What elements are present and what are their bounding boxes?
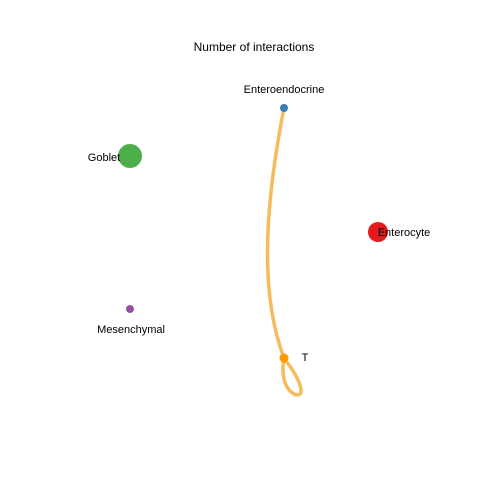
node-mesenchymal-label: Mesenchymal (97, 324, 165, 336)
node-mesenchymal-dot (126, 305, 134, 313)
node-mesenchymal: Mesenchymal (97, 305, 165, 336)
node-goblet-label: Goblet (88, 152, 120, 164)
node-t: T (279, 352, 309, 364)
node-enteroendocrine: Enteroendocrine (244, 84, 325, 112)
node-enteroendocrine-dot (280, 104, 288, 112)
node-t-label: T (302, 352, 309, 364)
node-enterocyte: Enterocyte (368, 222, 430, 242)
plot-title: Number of interactions (194, 40, 315, 54)
edge-t-self-loop (281, 356, 303, 397)
node-enteroendocrine-label: Enteroendocrine (244, 84, 325, 96)
node-goblet: Goblet (88, 144, 142, 168)
node-enterocyte-dot (368, 222, 388, 242)
node-t-dot (279, 353, 289, 363)
node-enterocyte-label: Enterocyte (378, 227, 431, 239)
node-goblet-dot (118, 144, 142, 168)
edge-t-to-enteroendocrine (265, 106, 286, 360)
